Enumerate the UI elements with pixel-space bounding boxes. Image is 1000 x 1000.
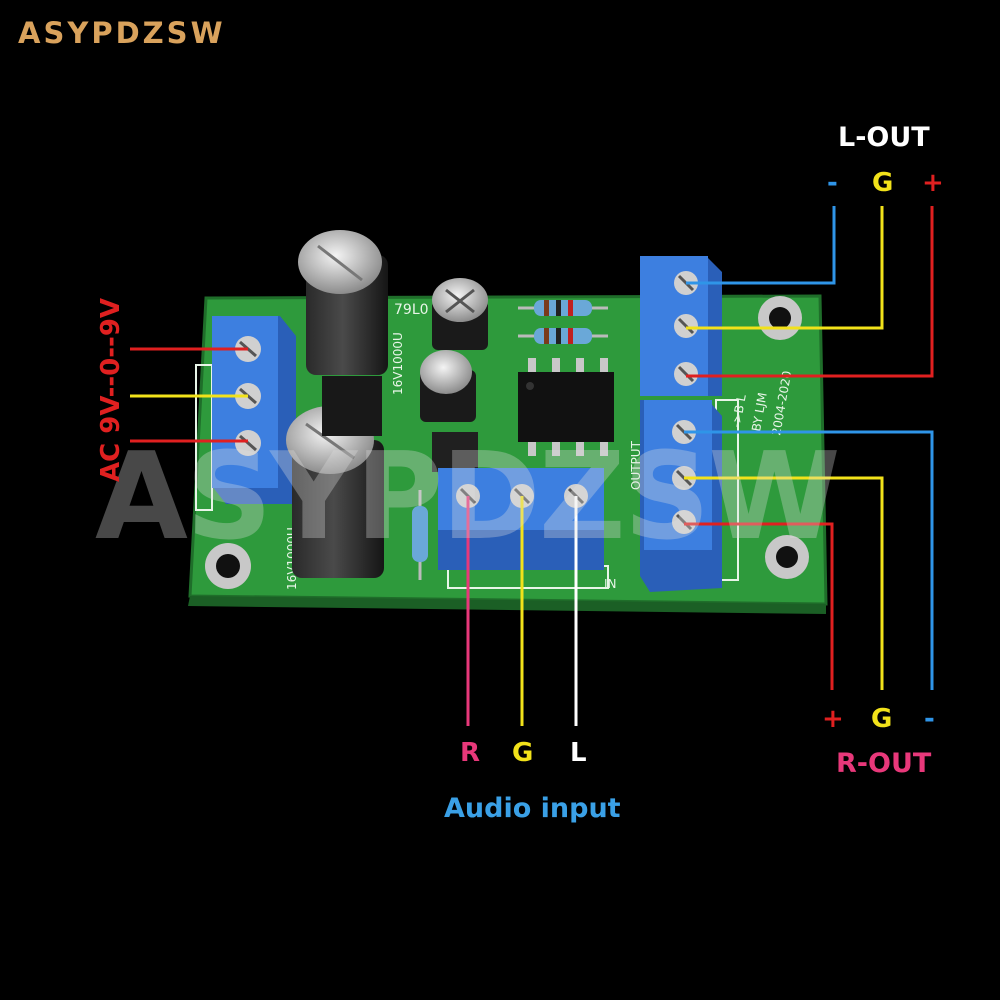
capacitor-top: [298, 230, 388, 375]
brand-logo: ASYPDZSW: [18, 16, 226, 50]
resistor: [412, 490, 428, 580]
l-out-pin-minus: -: [827, 168, 838, 198]
mounting-hole: [205, 543, 251, 589]
small-capacitor: [420, 350, 476, 422]
audio-input-title: Audio input: [444, 793, 621, 824]
silk-author: BY LJM: [749, 391, 770, 432]
r-out-wire-minus: [684, 430, 934, 690]
silk-regulator: 79L0: [394, 302, 429, 318]
r-out-title: R-OUT: [836, 748, 932, 779]
silk-output: OUTPUT: [629, 440, 643, 490]
mounting-hole: [765, 535, 809, 579]
resistor: [518, 328, 608, 344]
r-out-pin-minus: -: [924, 704, 935, 734]
power-terminal-block: [212, 316, 296, 504]
l-out-wire-minus: [686, 206, 836, 285]
audio-pin-left: L: [570, 738, 587, 768]
r-out-pin-ground: G: [871, 704, 893, 734]
r-out-pin-plus: +: [822, 704, 844, 734]
audio-pin-ground: G: [512, 738, 534, 768]
r-out-wire-plus: [684, 522, 834, 690]
silk-cap-top: 16V1000U: [391, 332, 405, 395]
power-input-label: AC 9V--0--9V: [96, 297, 126, 482]
l-out-wire-plus: [686, 206, 934, 378]
small-capacitor: [432, 278, 488, 350]
op-amp-chip: [518, 358, 614, 456]
mounting-hole: [758, 296, 802, 340]
r-out-wire-ground: [684, 476, 884, 690]
right-output-terminal-block: [640, 400, 722, 592]
l-out-wire-ground: [686, 206, 884, 330]
l-out-pin-ground: G: [872, 168, 894, 198]
bridge-rectifier: [322, 376, 382, 436]
l-out-pin-plus: +: [922, 168, 944, 198]
l-out-title: L-OUT: [838, 122, 930, 153]
audio-pin-right: R: [460, 738, 481, 768]
pcb-edge: [188, 596, 826, 614]
resistor: [518, 300, 608, 316]
watermark: ASYPDZSW: [95, 428, 841, 567]
regulator-transistor: [432, 432, 478, 472]
